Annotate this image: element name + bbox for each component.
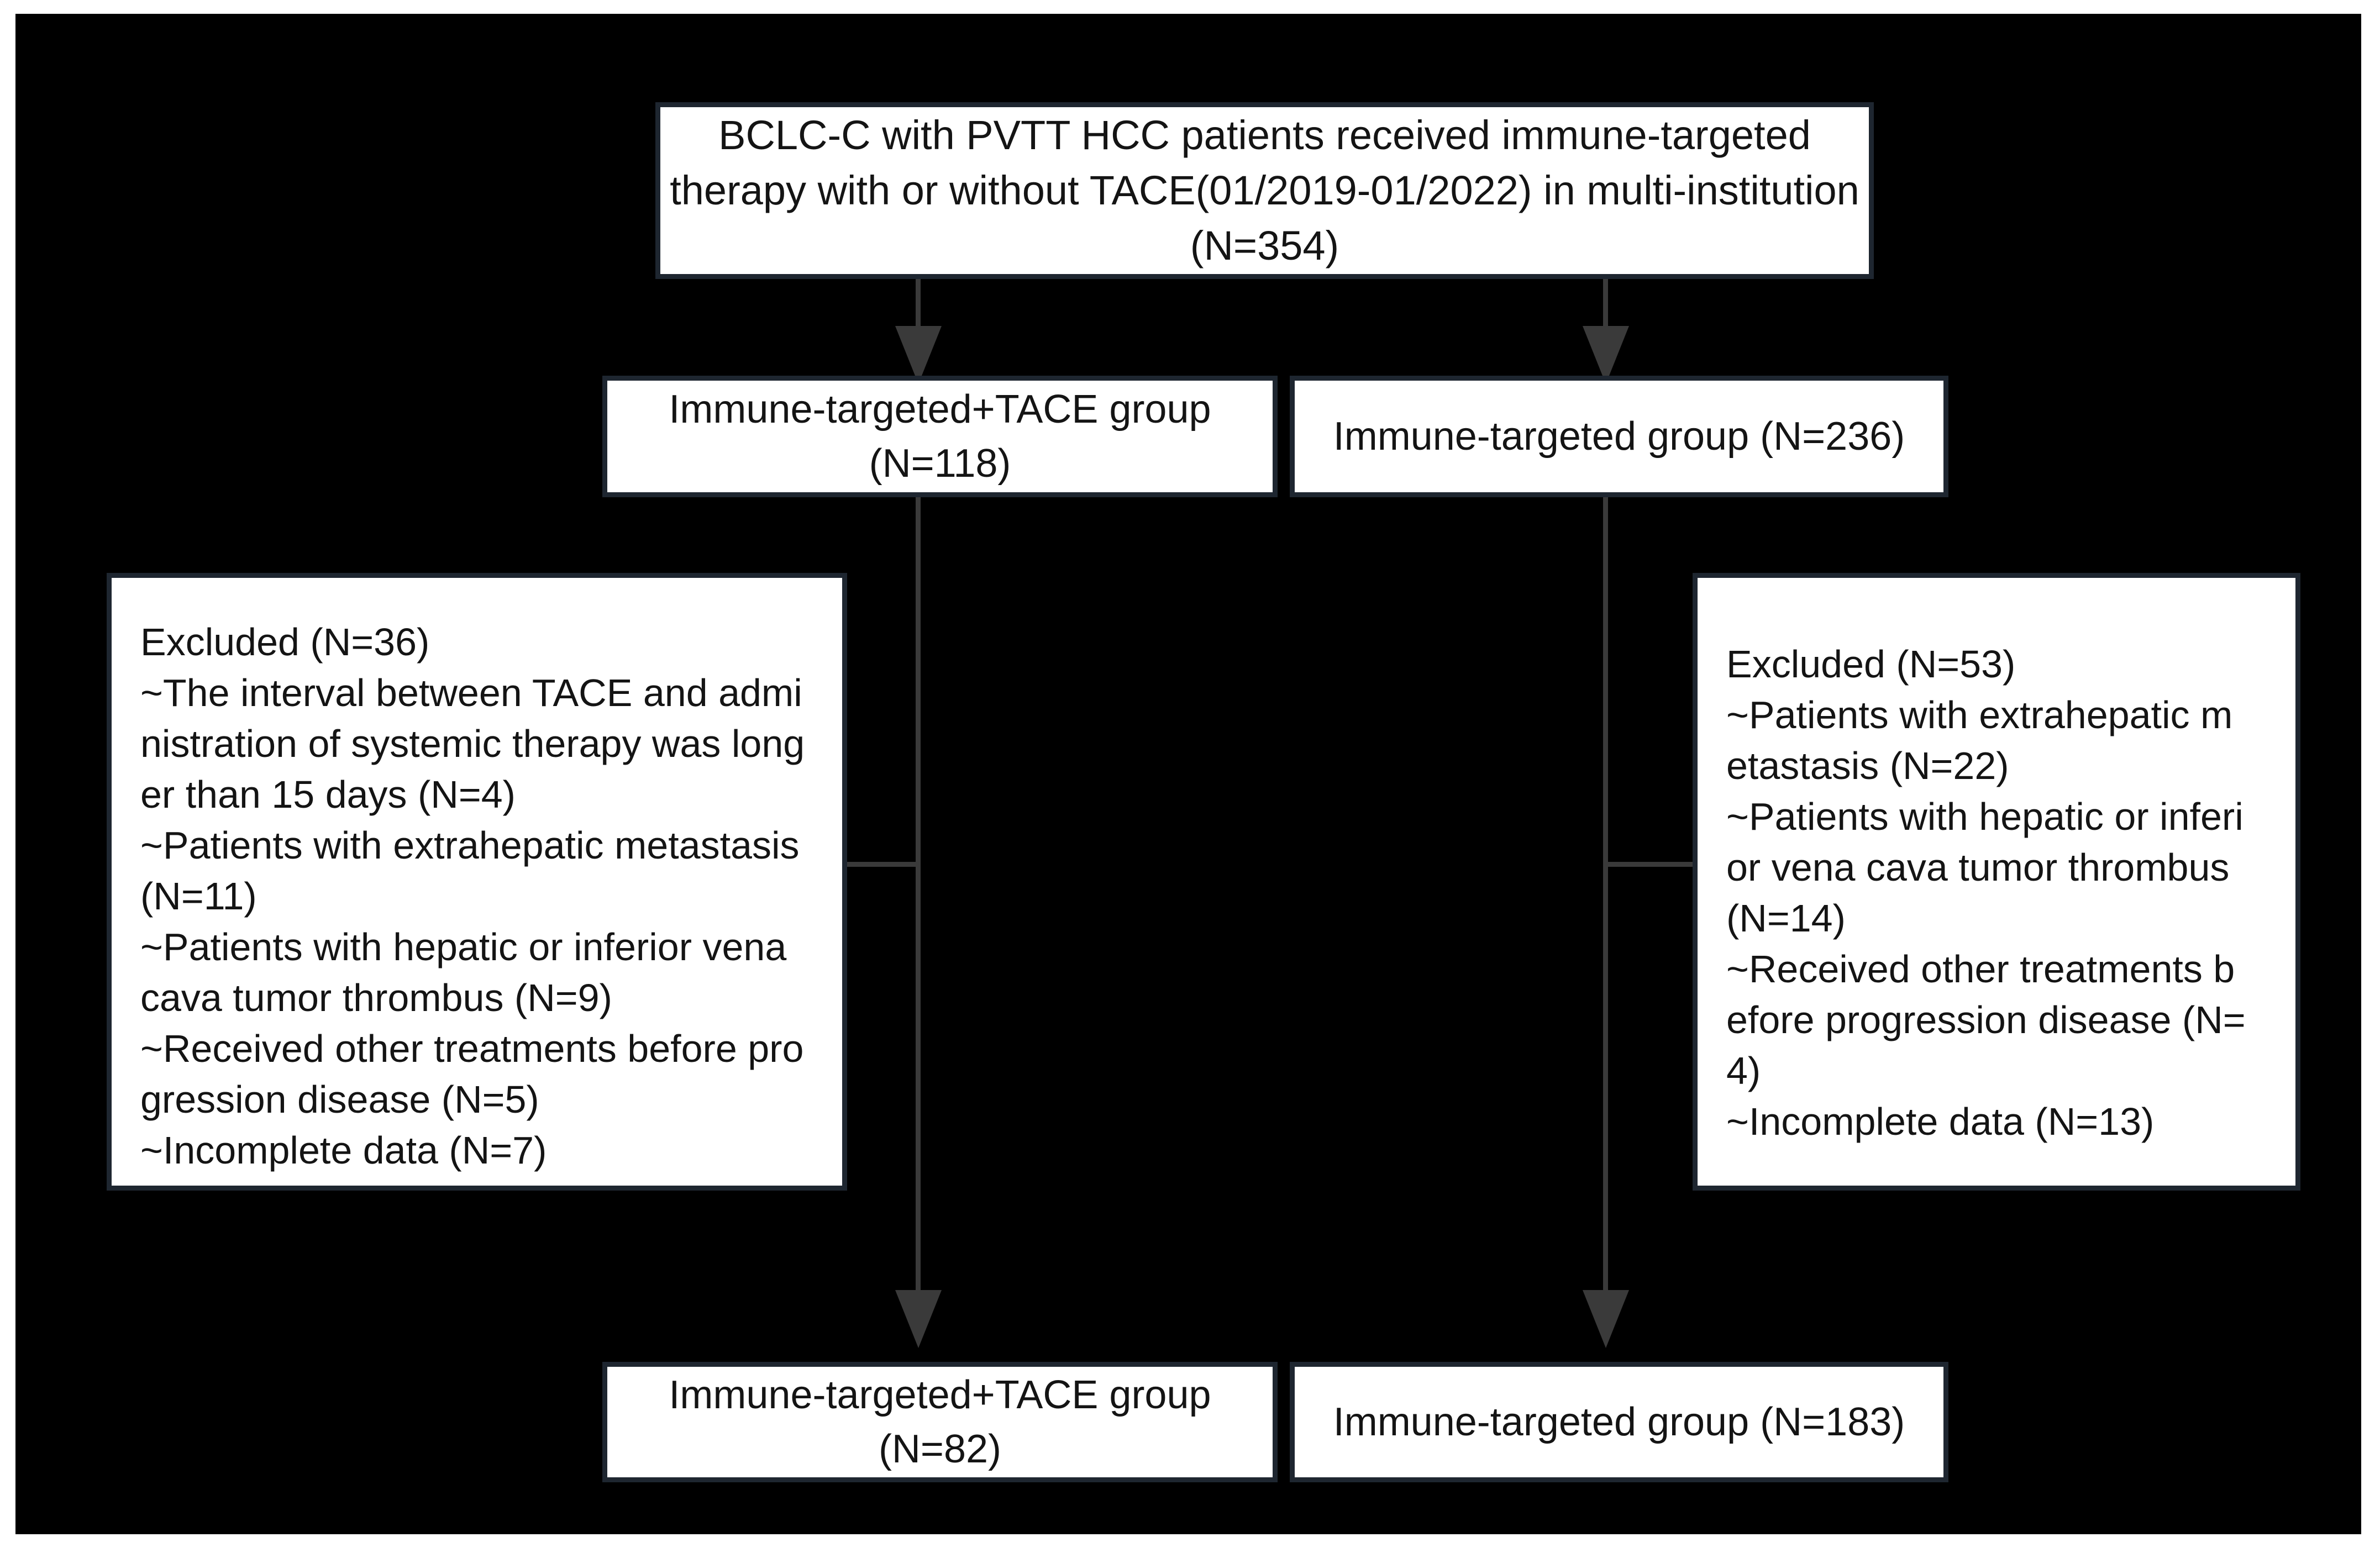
connector-itt-to-final [916, 481, 921, 1309]
node-enrollment-label: BCLC-C with PVTT HCC patients received i… [670, 112, 1859, 269]
arrowhead-top-to-itt [895, 326, 942, 384]
node-excluded-right-text: Excluded (N=53) ~Patients with extrahepa… [1726, 643, 2246, 1143]
node-excluded-left: Excluded (N=36) ~The interval between TA… [107, 573, 847, 1191]
node-immune-targeted-initial-label: Immune-targeted group (N=236) [1333, 414, 1905, 459]
arrowhead-it-to-final [1583, 1290, 1629, 1348]
arrowhead-top-to-it [1583, 326, 1629, 384]
node-excluded-left-text: Excluded (N=36) ~The interval between TA… [140, 620, 805, 1172]
node-immune-targeted-final-label: Immune-targeted group (N=183) [1333, 1400, 1905, 1444]
arrowhead-itt-to-final [895, 1290, 942, 1348]
node-immune-targeted-final: Immune-targeted group (N=183) [1290, 1362, 1948, 1482]
node-immune-targeted-tace-initial: Immune-targeted+TACE group (N=118) [602, 376, 1278, 497]
connector-it-to-final [1603, 481, 1608, 1309]
connector-top-to-itt [916, 265, 921, 348]
connector-itt-to-exclusion [829, 862, 921, 867]
connector-it-to-exclusion [1603, 862, 1695, 867]
connector-top-to-it [1603, 265, 1608, 348]
node-immune-targeted-tace-initial-label: Immune-targeted+TACE group (N=118) [669, 387, 1211, 486]
node-immune-targeted-tace-final-label: Immune-targeted+TACE group (N=82) [669, 1373, 1211, 1471]
node-immune-targeted-initial: Immune-targeted group (N=236) [1290, 376, 1948, 497]
node-excluded-right: Excluded (N=53) ~Patients with extrahepa… [1693, 573, 2300, 1191]
node-enrollment: BCLC-C with PVTT HCC patients received i… [655, 102, 1874, 279]
diagram-stage: BCLC-C with PVTT HCC patients received i… [15, 14, 2361, 1534]
node-immune-targeted-tace-final: Immune-targeted+TACE group (N=82) [602, 1362, 1278, 1482]
